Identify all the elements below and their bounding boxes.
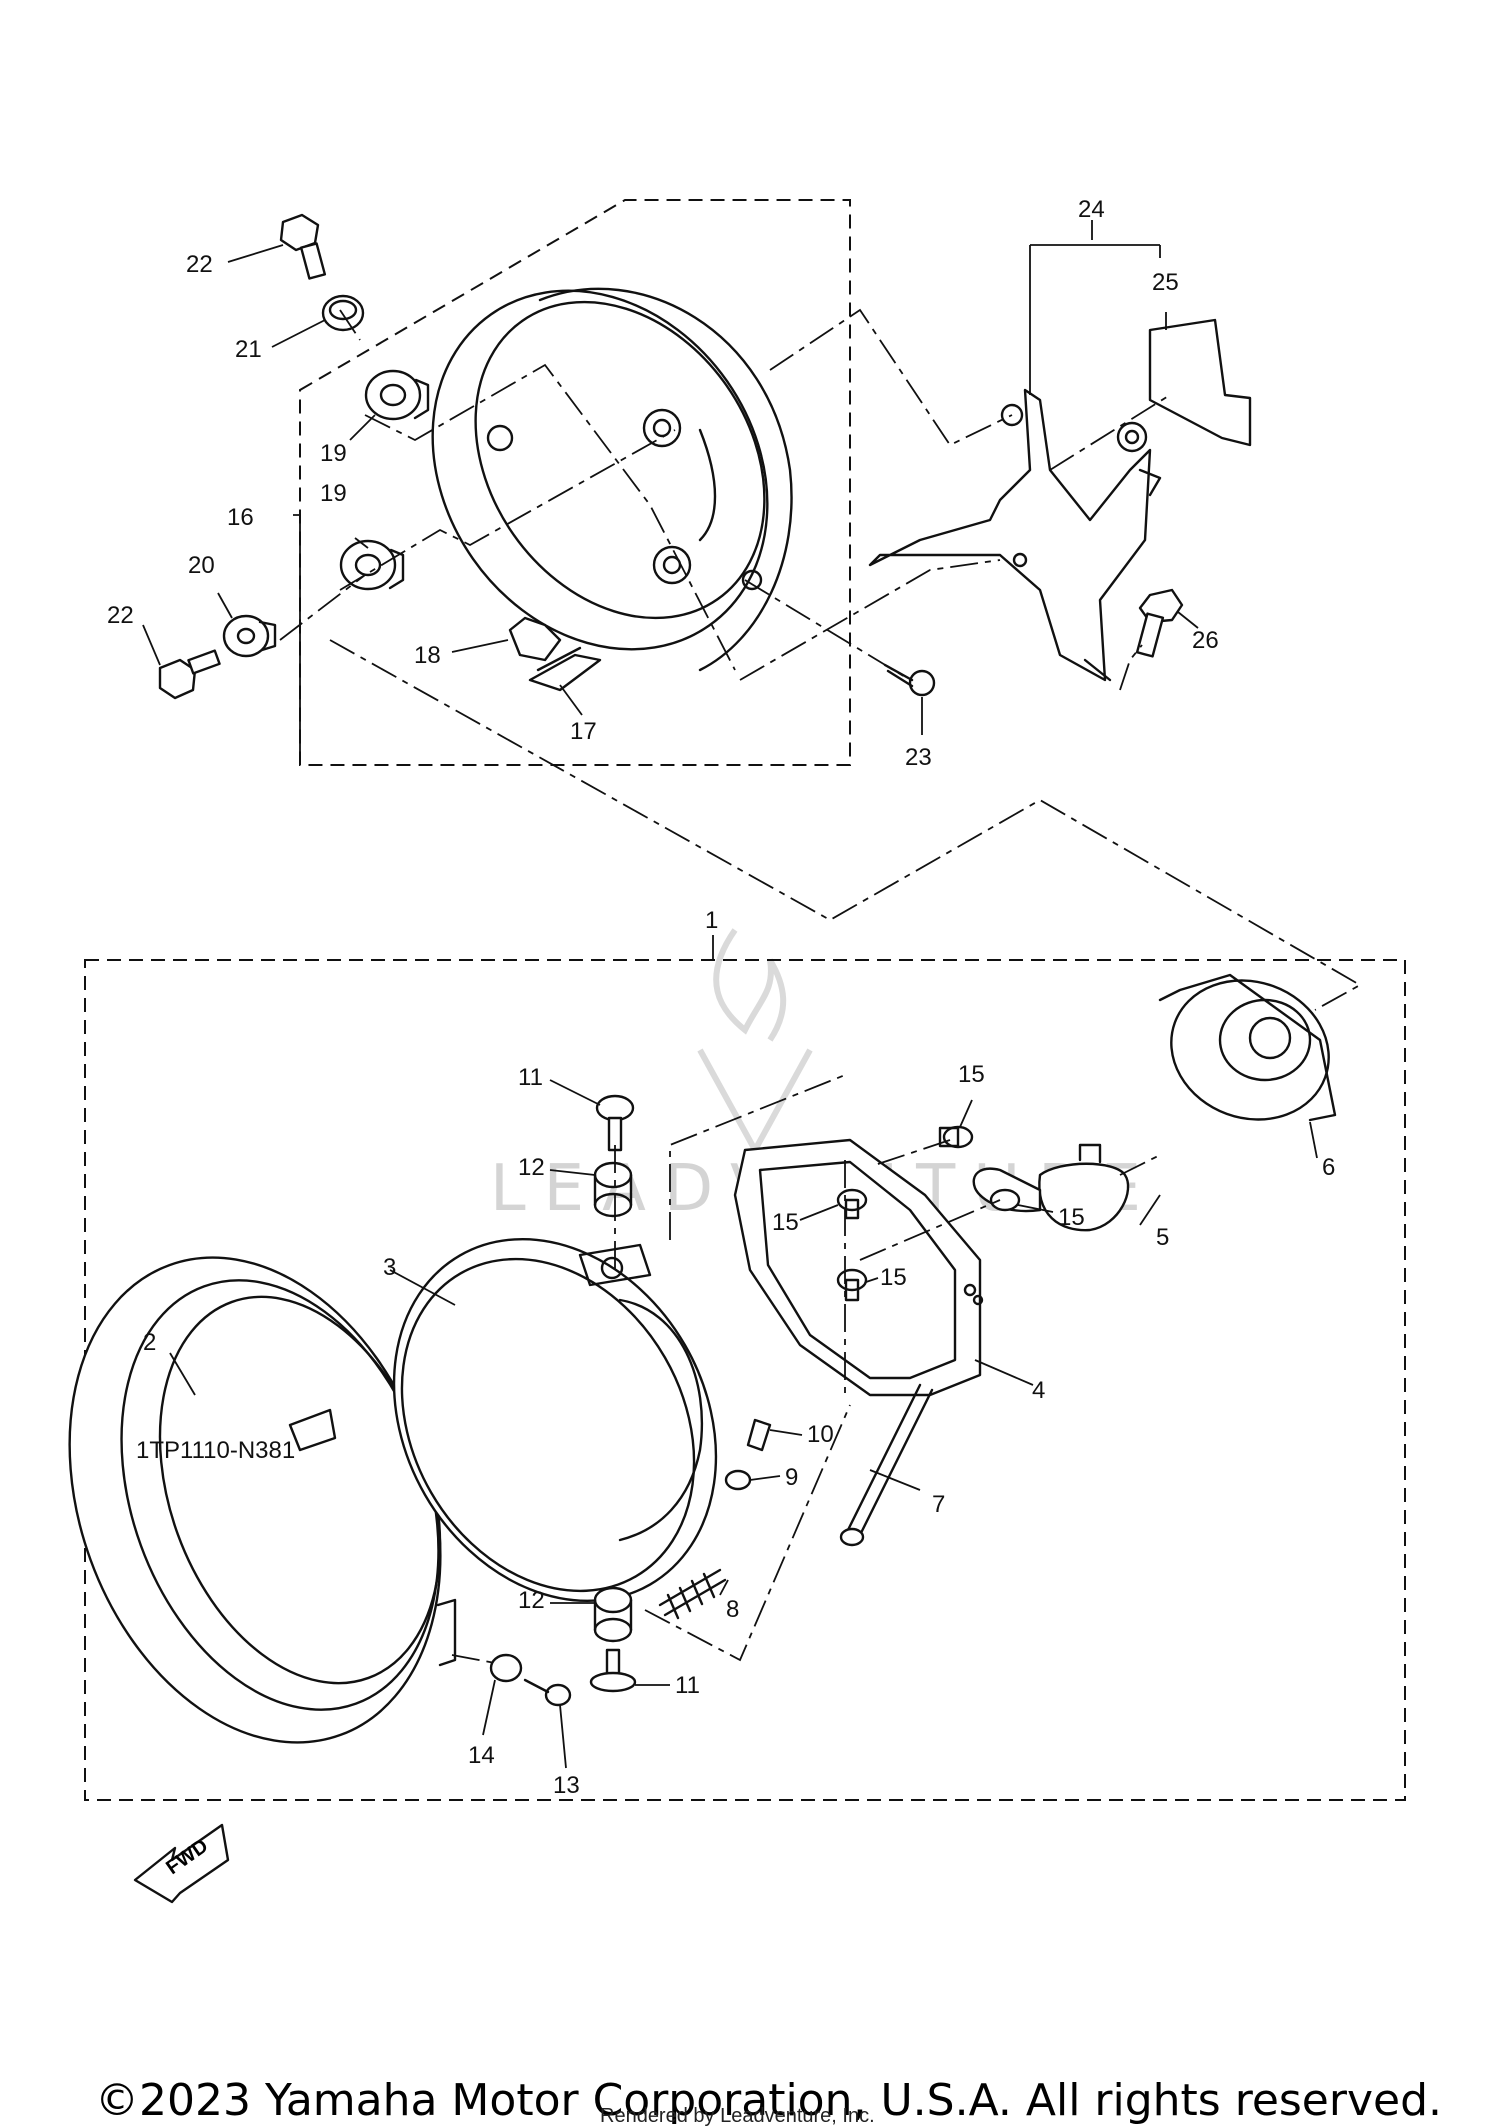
fwd-arrow-icon: FWD: [133, 1823, 230, 1904]
socket-cover: [733, 1138, 984, 1397]
copyright-notice: ©2023 Yamaha Motor Corporation, U.S.A. A…: [95, 2075, 1442, 2126]
upper-chain-lines: [279, 308, 1362, 1011]
callout-19-lower: 19: [320, 480, 347, 507]
screw-23: [883, 663, 936, 697]
callout-21: 21: [235, 336, 262, 363]
callout-13: 13: [553, 1772, 580, 1799]
bulb: [972, 1143, 1130, 1232]
upper-group-box: [299, 199, 851, 766]
callout-11-lower: 11: [675, 1672, 700, 1699]
grommet-19-upper: [364, 369, 430, 421]
callout-25: 25: [1152, 269, 1179, 296]
callout-5: 5: [1156, 1224, 1169, 1251]
grommet-12-upper: [593, 1161, 633, 1218]
plate: [1148, 318, 1252, 447]
callout-7: 7: [932, 1491, 945, 1518]
callouts: 22 21 19 19 16 20 22 18 17 23 24 25 26 1…: [107, 196, 1335, 1799]
callout-8: 8: [726, 1596, 739, 1623]
callout-6: 6: [1322, 1154, 1335, 1181]
headlight-housing: [431, 287, 793, 672]
callout-10: 10: [807, 1421, 834, 1448]
nut-9: [724, 1469, 752, 1491]
bolt-26: [1135, 588, 1184, 658]
grommet-12-lower: [593, 1586, 633, 1643]
callout-16: 16: [227, 504, 254, 531]
callout-11-upper: 11: [518, 1064, 543, 1091]
leader-lines: [142, 220, 1318, 1769]
callout-1: 1: [705, 907, 718, 934]
callout-19-upper: 19: [320, 440, 347, 467]
callout-14: 14: [468, 1742, 495, 1769]
rendered-by-notice: Rendered by Leadventure, Inc.: [600, 2105, 875, 2127]
spring-8: [658, 1568, 727, 1620]
socket-17: [528, 646, 602, 692]
bolt-22-upper: [279, 213, 327, 280]
lower-chain-lines: [451, 1074, 1161, 1664]
callout-3: 3: [383, 1254, 396, 1281]
callout-15-d: 15: [880, 1264, 907, 1291]
grommet-14: [489, 1653, 523, 1683]
screw-11-lower: [589, 1648, 637, 1693]
clamp-18: [508, 616, 562, 662]
callout-22-lower: 22: [107, 602, 134, 629]
collar-20: [222, 614, 277, 658]
callout-23: 23: [905, 744, 932, 771]
callout-4: 4: [1032, 1377, 1045, 1404]
callout-15-b: 15: [1058, 1204, 1085, 1231]
callout-15-c: 15: [772, 1209, 799, 1236]
bolt-22-lower: [158, 649, 221, 700]
collar-15-b: [989, 1188, 1021, 1212]
diagram-code: 1TP1110-N381: [136, 1437, 296, 1464]
screw-13: [523, 1678, 572, 1707]
callout-26: 26: [1192, 627, 1219, 654]
lens-unit: [392, 1237, 718, 1603]
callout-9: 9: [785, 1464, 798, 1491]
spacer-10: [746, 1418, 772, 1452]
callout-12-lower: 12: [518, 1587, 545, 1614]
callout-24: 24: [1078, 196, 1105, 223]
callout-2: 2: [143, 1329, 156, 1356]
callout-22-upper: 22: [186, 251, 213, 278]
bulb-socket: [1158, 973, 1337, 1122]
grommet-19-lower: [339, 539, 405, 591]
callout-12-upper: 12: [518, 1154, 545, 1181]
callout-17: 17: [570, 718, 597, 745]
callout-18: 18: [414, 642, 441, 669]
collar-15-a: [938, 1125, 974, 1149]
callout-15-a: 15: [958, 1061, 985, 1088]
callout-20: 20: [188, 552, 215, 579]
screw-11-upper: [595, 1094, 635, 1152]
screw-7: [839, 1383, 934, 1547]
bracket: [868, 388, 1162, 682]
